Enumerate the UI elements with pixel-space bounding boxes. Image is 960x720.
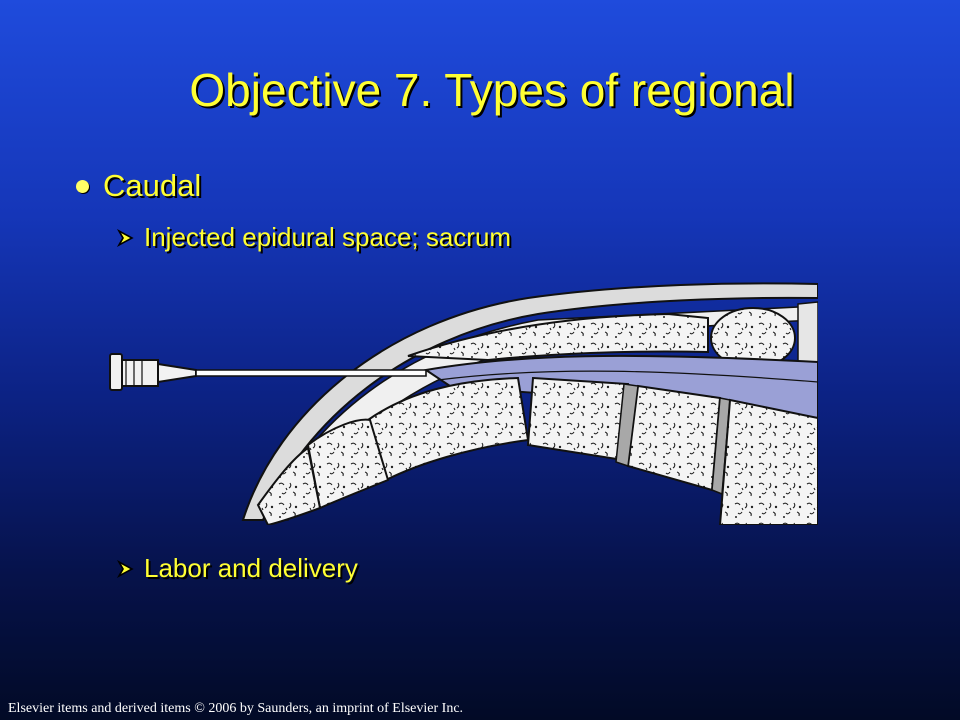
bullet-text: Caudal [103,168,202,203]
arrowhead-bullet-icon [116,559,134,578]
caudal-needle-illustration [109,282,818,525]
bullet-caudal: Caudal [76,168,201,204]
round-bullet-icon [76,179,89,193]
copyright-footer: Elsevier items and derived items © 2006 … [8,701,464,716]
slide-title: Objective 7. Types of regional [189,64,795,116]
sub-bullet-labor: Labor and delivery [116,553,358,584]
sub-bullet-injected: Injected epidural space; sacrum [116,222,511,253]
sub-bullet-text: Labor and delivery [144,553,358,583]
arrowhead-bullet-icon [116,228,134,247]
sub-bullet-text: Injected epidural space; sacrum [144,222,512,252]
